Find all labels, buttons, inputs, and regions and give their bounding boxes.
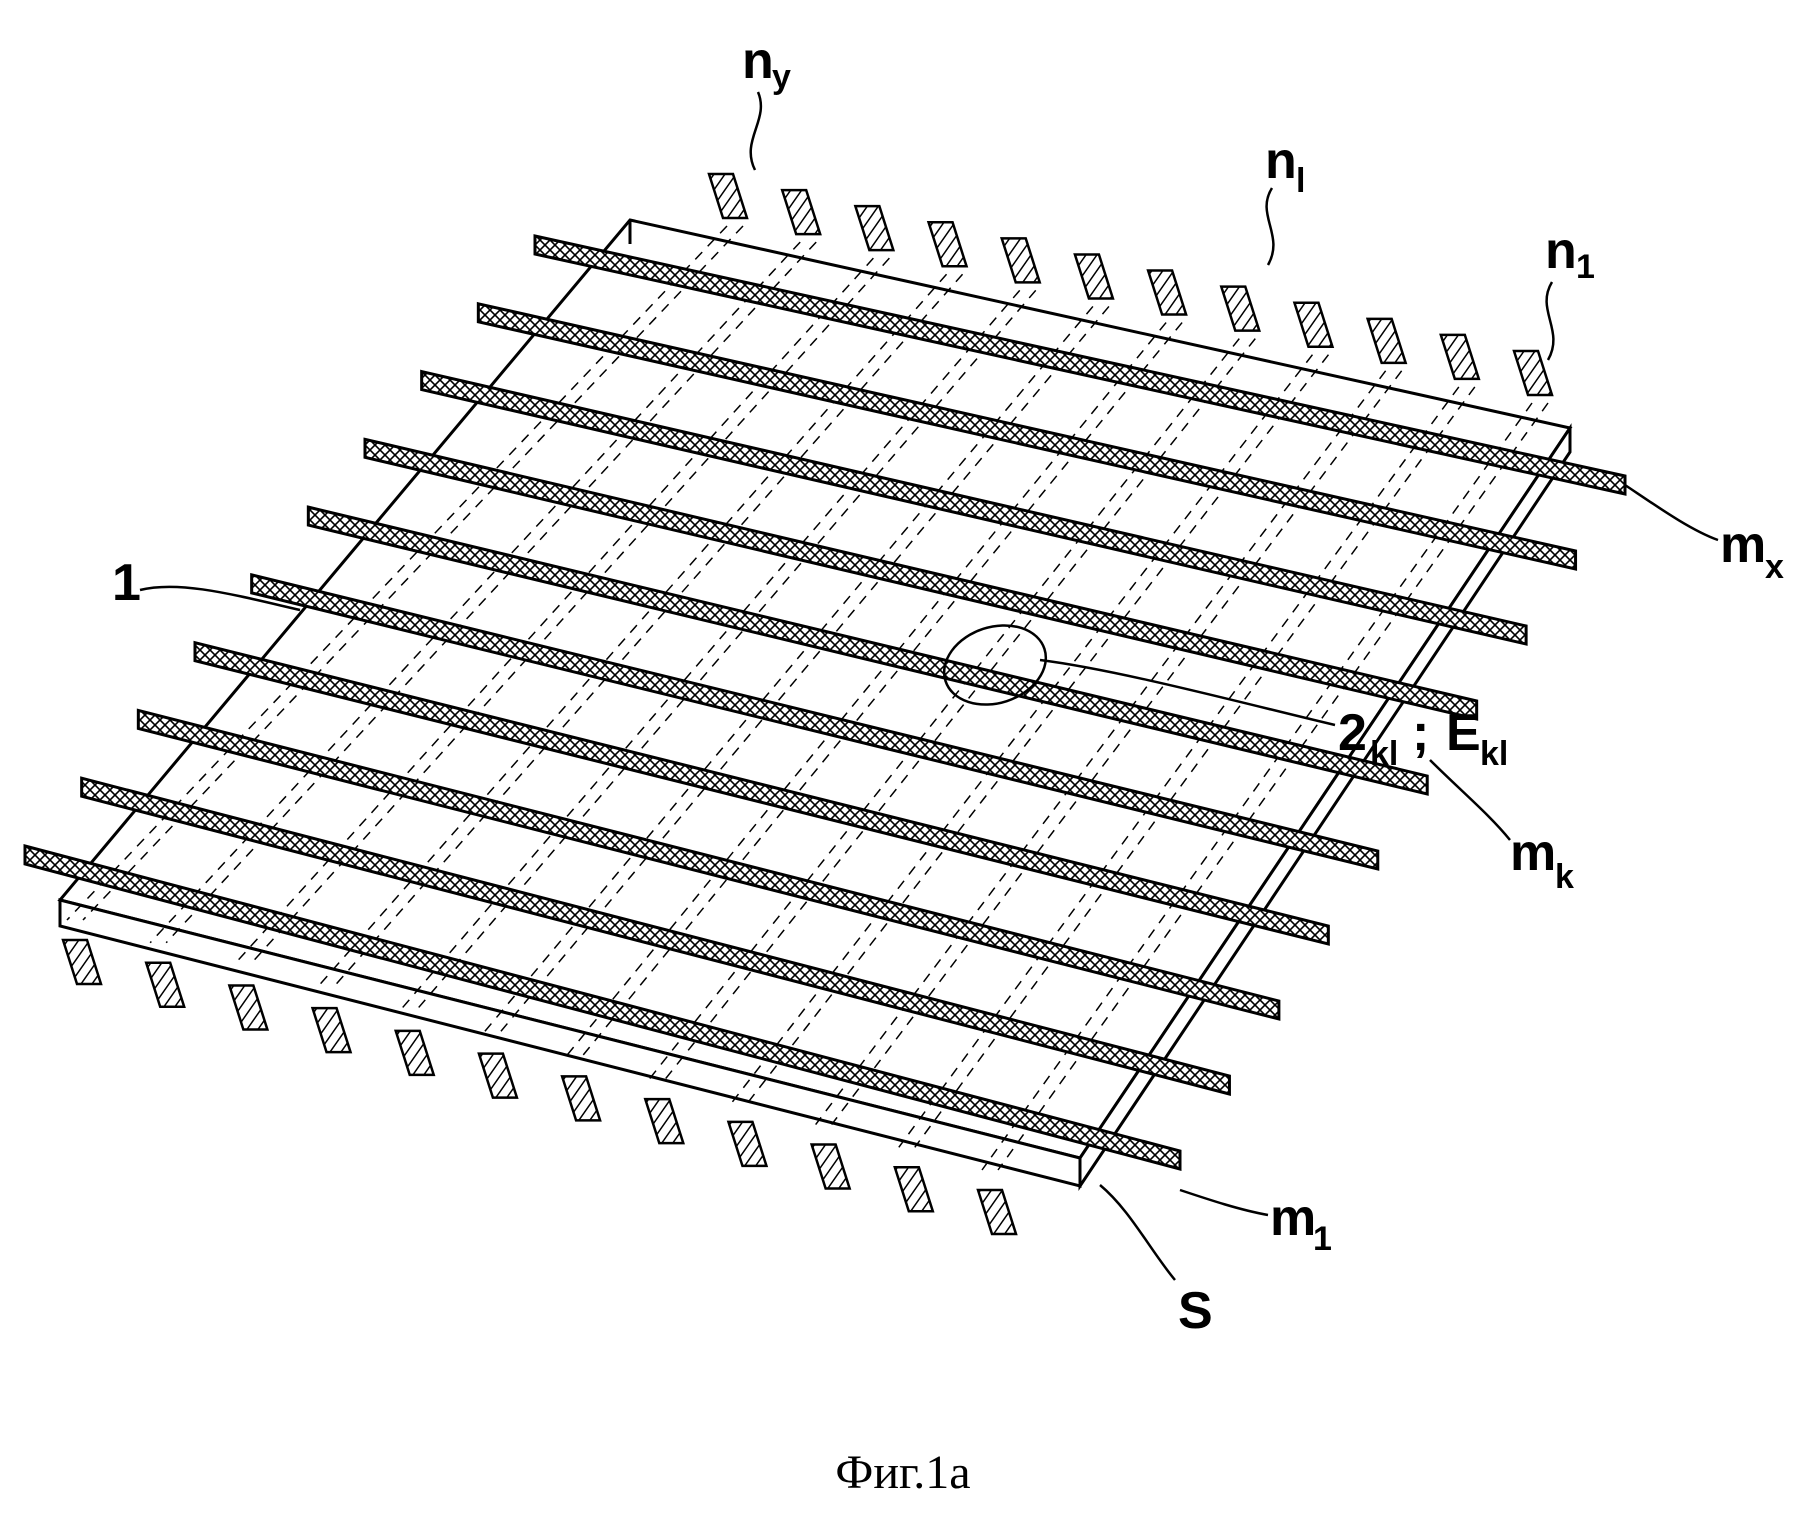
figure-caption: Фиг.1а (835, 1446, 970, 1499)
column-electrode-tab (63, 940, 101, 984)
svg-text:E: E (1446, 704, 1481, 762)
svg-text:1: 1 (1313, 1220, 1332, 1258)
column-electrode-tab (855, 206, 893, 250)
column-electrode-tab (146, 963, 184, 1007)
svg-text:2: 2 (1338, 704, 1367, 762)
svg-text:y: y (772, 58, 791, 96)
svg-text:n: n (1545, 222, 1577, 280)
column-electrode-tab (396, 1031, 434, 1075)
column-electrode-tab (782, 190, 820, 234)
svg-text:k: k (1555, 858, 1574, 896)
column-electrode-tab (1514, 351, 1552, 395)
label-ny: n y (742, 32, 791, 96)
label-n1: n 1 (1545, 222, 1595, 286)
column-electrode-tab (812, 1145, 850, 1189)
label-substrate-s: S (1178, 1282, 1213, 1340)
svg-text:;: ; (1412, 704, 1429, 762)
label-mk: m k (1510, 824, 1574, 896)
label-mx: m x (1720, 516, 1784, 586)
svg-text:l: l (1296, 162, 1305, 200)
label-substrate-1: 1 (112, 554, 141, 612)
svg-text:kl: kl (1370, 735, 1398, 773)
label-nl: n l (1265, 132, 1305, 200)
column-electrode-tab (895, 1167, 933, 1211)
svg-text:n: n (1265, 132, 1297, 190)
svg-text:n: n (742, 32, 774, 90)
column-electrode-tab (1441, 335, 1479, 379)
column-electrode-tab (479, 1054, 517, 1098)
column-electrode-tab (1294, 303, 1332, 347)
column-electrode-tab (1368, 319, 1406, 363)
column-electrode-tab (709, 174, 747, 218)
column-electrode-tab (229, 985, 267, 1029)
label-m1: m 1 (1270, 1189, 1332, 1258)
svg-text:m: m (1270, 1189, 1316, 1247)
svg-text:m: m (1510, 824, 1556, 882)
svg-text:1: 1 (1576, 248, 1595, 286)
column-electrode-tab (1148, 271, 1186, 315)
column-electrode-tab (1075, 254, 1113, 298)
column-electrode-tab (1002, 238, 1040, 282)
column-electrode-tab (929, 222, 967, 266)
column-electrode-tab (313, 1008, 351, 1052)
column-electrode-tab (562, 1076, 600, 1120)
svg-text:m: m (1720, 516, 1766, 574)
svg-text:kl: kl (1480, 735, 1508, 773)
column-electrode-tab (1221, 287, 1259, 331)
column-electrode-tab (728, 1122, 766, 1166)
column-electrode-tab (645, 1099, 683, 1143)
svg-text:x: x (1765, 548, 1784, 586)
substrate-plate (60, 220, 1570, 1186)
column-electrode-tab (978, 1190, 1016, 1234)
